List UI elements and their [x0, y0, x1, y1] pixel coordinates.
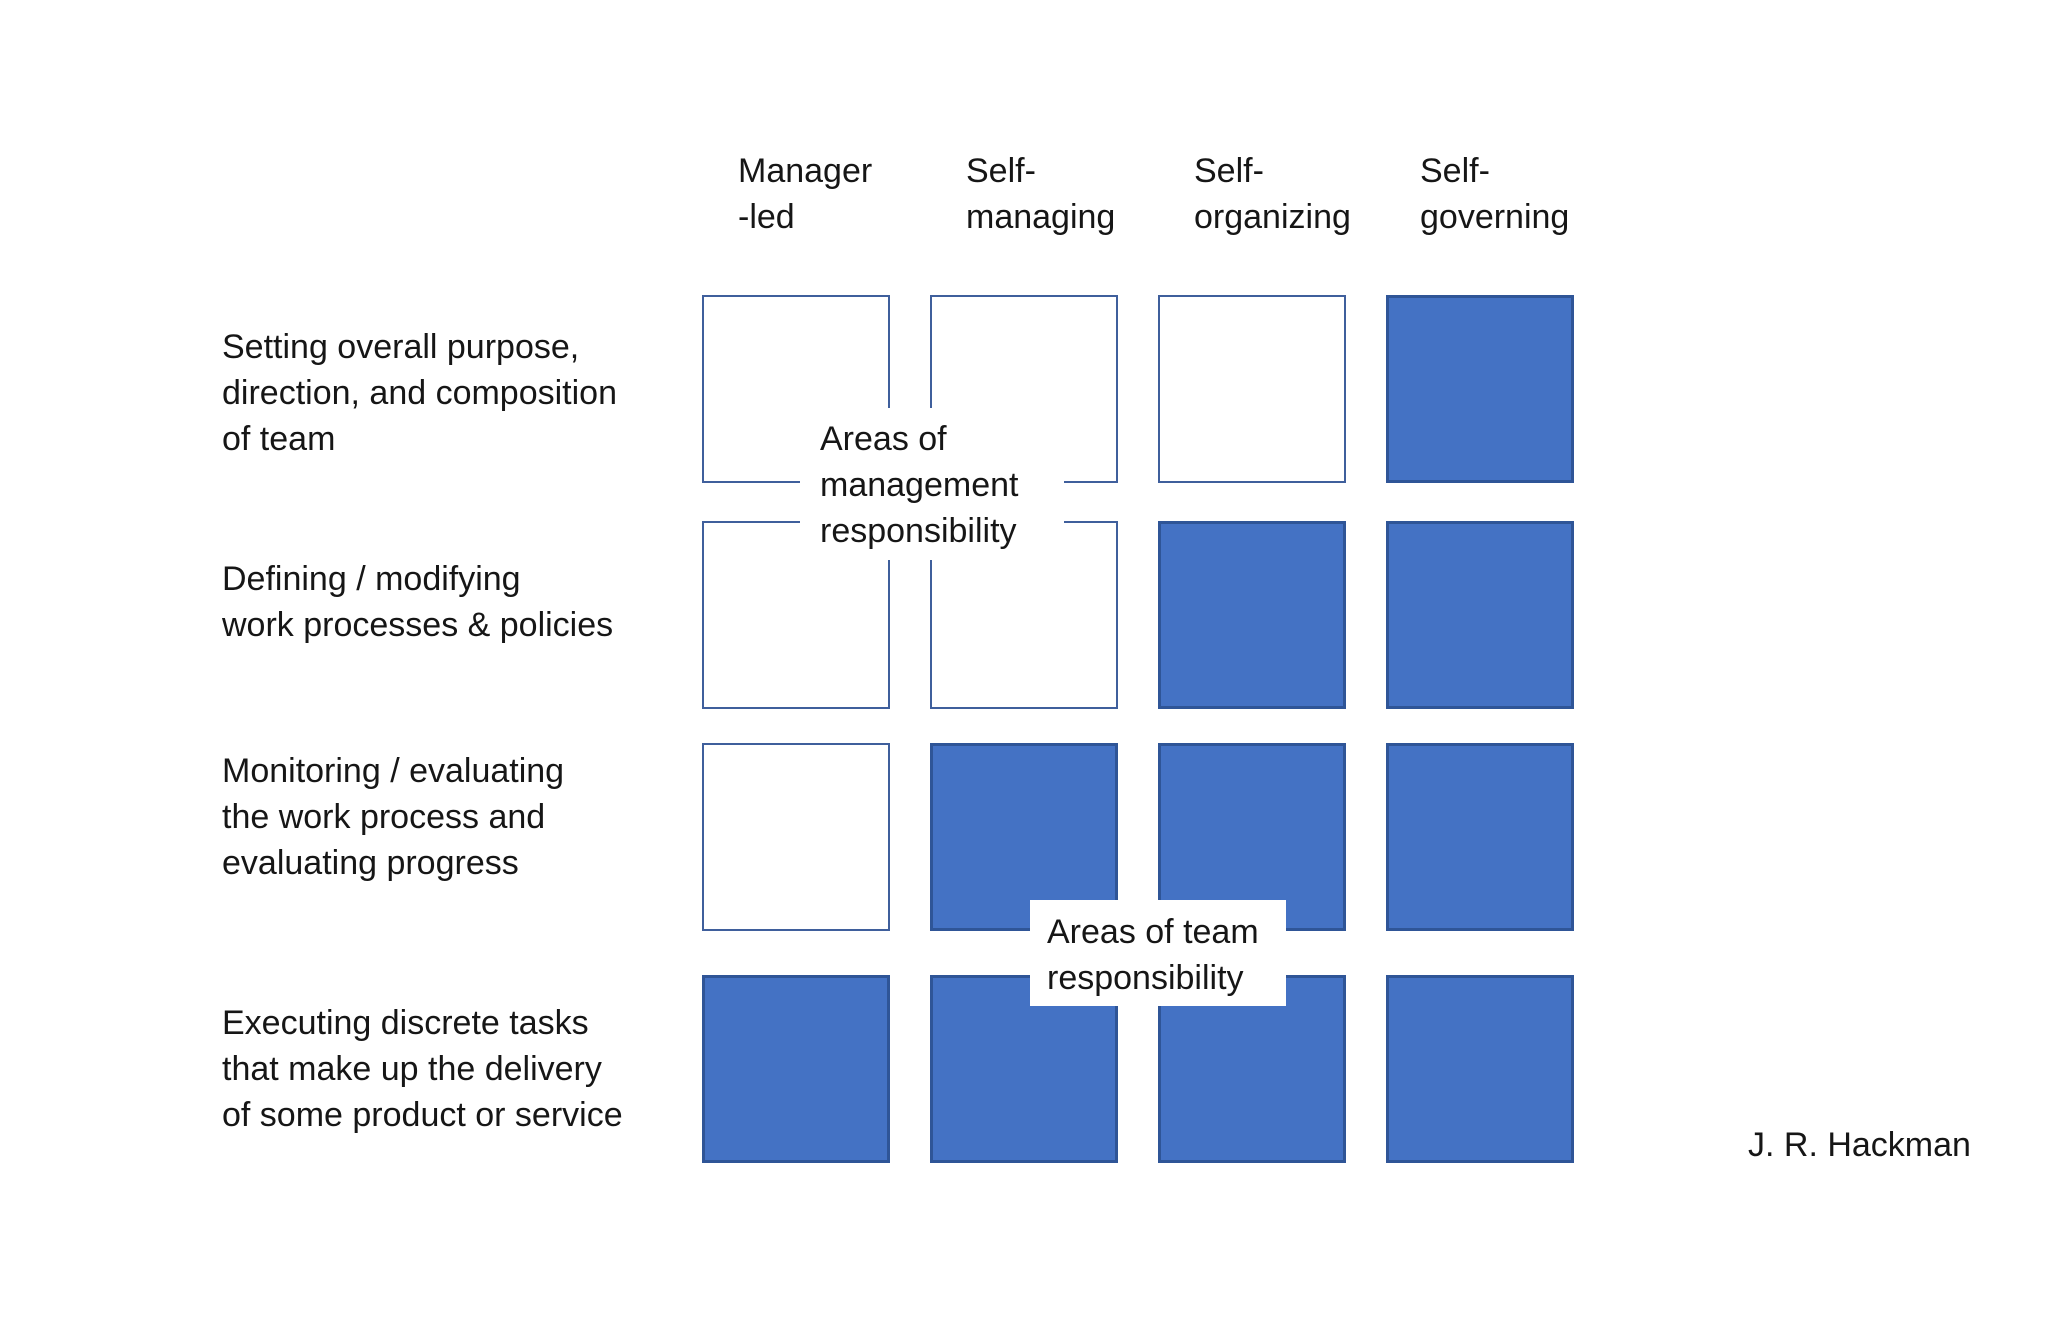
matrix-cell	[702, 743, 890, 931]
matrix-cell	[1386, 975, 1574, 1163]
row-label-defining-processes: Defining / modifying work processes & po…	[222, 560, 614, 644]
matrix-cell	[1386, 743, 1574, 931]
row-label-executing-tasks: Executing discrete tasks that make up th…	[222, 1004, 623, 1134]
row-label-setting-purpose: Setting overall purpose, direction, and …	[222, 328, 618, 458]
matrix-cell	[1158, 743, 1346, 931]
row-label-monitoring-work: Monitoring / evaluating the work process…	[222, 752, 565, 882]
matrix-cell	[1386, 521, 1574, 709]
matrix-cell	[702, 975, 890, 1163]
team-responsibility-label: Areas of team responsibility	[1030, 900, 1286, 1006]
matrix-cell	[1386, 295, 1574, 483]
matrix-cell	[930, 975, 1118, 1163]
matrix-cell	[1158, 295, 1346, 483]
column-header-self-governing: Self- governing	[1420, 152, 1570, 236]
management-responsibility-label: Areas of management responsibility	[800, 408, 1064, 560]
matrix-cell	[1158, 521, 1346, 709]
column-header-self-managing: Self- managing	[966, 152, 1116, 236]
column-header-self-organizing: Self- organizing	[1194, 152, 1351, 236]
attribution: J. R. Hackman	[1748, 1126, 1971, 1164]
matrix-cell	[930, 743, 1118, 931]
column-header-manager-led: Manager -led	[738, 152, 873, 236]
